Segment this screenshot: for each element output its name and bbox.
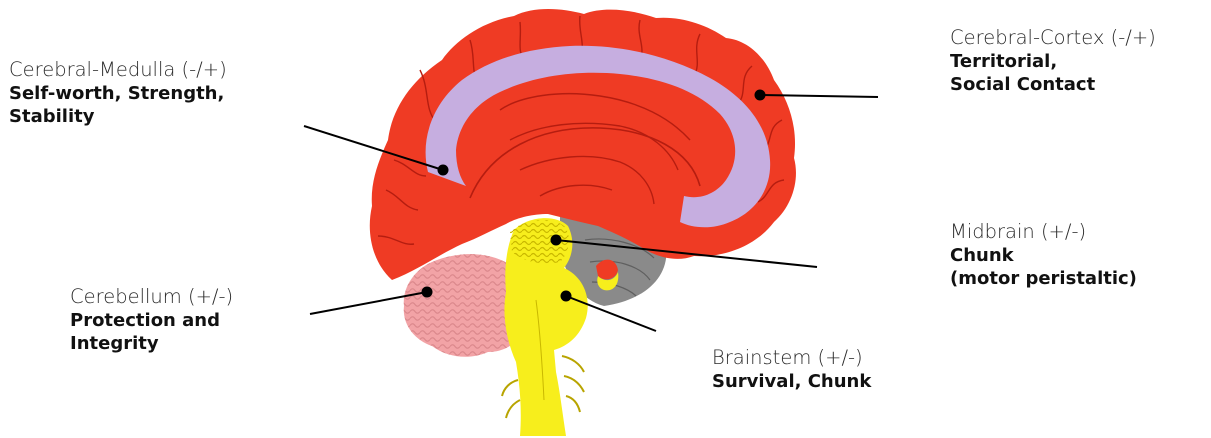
label-midbrain-desc-2: (motor peristaltic): [950, 268, 1137, 291]
label-cerebral-cortex-desc-1: Territorial,: [950, 51, 1156, 74]
label-cerebral-medulla: Cerebral-Medulla (-/+) Self-worth, Stren…: [9, 58, 227, 128]
label-cerebellum-desc-2: Integrity: [70, 333, 233, 356]
label-midbrain-desc-1: Chunk: [950, 245, 1137, 268]
label-cerebral-medulla-desc-2: Stability: [9, 106, 227, 129]
leader-dot-midbrain: [551, 235, 562, 246]
label-cerebral-cortex-desc-2: Social Contact: [950, 74, 1156, 97]
label-cerebellum-desc-1: Protection and: [70, 310, 233, 333]
label-cerebellum: Cerebellum (+/-) Protection and Integrit…: [70, 285, 233, 355]
label-cerebral-cortex: Cerebral-Cortex (-/+) Territorial, Socia…: [950, 26, 1156, 96]
leader-dot-brainstem: [561, 291, 572, 302]
label-cerebellum-name: Cerebellum (+/-): [70, 285, 233, 310]
label-midbrain: Midbrain (+/-) Chunk (motor peristaltic): [950, 220, 1137, 290]
leader-dot-cerebellum: [422, 287, 433, 298]
label-cerebral-medulla-desc-1: Self-worth, Strength,: [9, 83, 227, 106]
leader-dot-medulla: [438, 165, 449, 176]
label-brainstem: Brainstem (+/-) Survival, Chunk: [712, 346, 871, 394]
label-cerebral-medulla-name: Cerebral-Medulla (-/+): [9, 58, 227, 83]
label-brainstem-name: Brainstem (+/-): [712, 346, 871, 371]
label-midbrain-name: Midbrain (+/-): [950, 220, 1137, 245]
label-brainstem-desc-1: Survival, Chunk: [712, 371, 871, 394]
leader-dot-cortex: [755, 90, 766, 101]
label-cerebral-cortex-name: Cerebral-Cortex (-/+): [950, 26, 1156, 51]
